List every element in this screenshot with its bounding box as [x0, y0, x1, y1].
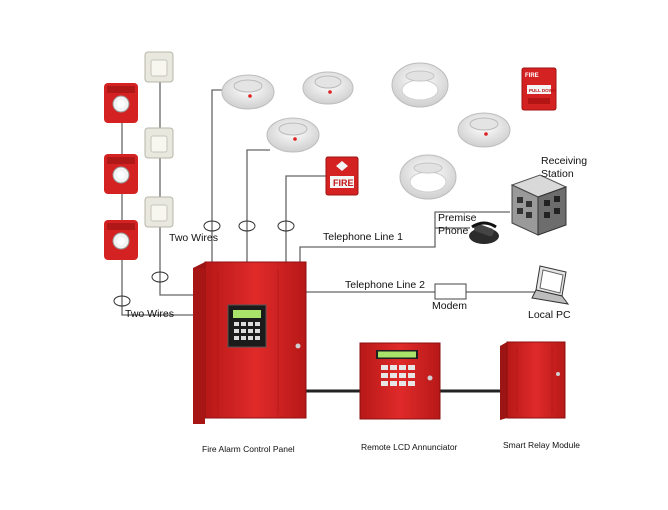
telephone-line-1-label: Telephone Line 1: [323, 231, 403, 243]
two-wires-label-bottom: Two Wires: [125, 308, 174, 320]
pull-down-text: PULL DOWN: [529, 88, 556, 93]
modem-icon: [434, 283, 467, 300]
local-pc-label: Local PC: [528, 309, 571, 321]
fire-alarm-control-panel-label: Fire Alarm Control Panel: [202, 444, 295, 454]
pull-station-fire: FIRE: [325, 156, 359, 196]
telephone-line-2-label: Telephone Line 2: [345, 279, 425, 291]
laptop-icon: [531, 265, 570, 305]
red-horn-strobe: [104, 154, 138, 194]
telephone-icon: [469, 221, 499, 244]
smoke-detector: [457, 112, 511, 148]
smart-relay-module-label: Smart Relay Module: [503, 440, 580, 450]
white-horn-strobe: [144, 196, 174, 228]
receiving-station-label-line1: Receiving: [541, 155, 587, 167]
heat-detector: [391, 62, 449, 108]
lcd-screen: [233, 310, 261, 318]
smart-relay-module: [500, 341, 566, 420]
remote-lcd-annunciator: [359, 342, 441, 420]
white-horn-strobe: [144, 127, 174, 159]
red-horn-strobe: [104, 220, 138, 260]
smoke-detector: [302, 71, 354, 105]
smoke-detector: [221, 74, 275, 110]
receiving-station-icon: [510, 174, 568, 236]
pull-station-fire-text: FIRE: [333, 178, 354, 188]
pull-station-top-text: FIRE: [525, 73, 539, 79]
receiving-station-label-line2: Station: [541, 168, 574, 180]
remote-lcd-annunciator-label: Remote LCD Annunciator: [361, 442, 458, 452]
red-horn-strobe: [104, 83, 138, 123]
white-horn-strobe: [144, 51, 174, 83]
fire-alarm-control-panel: [193, 261, 307, 424]
smoke-detector: [266, 117, 320, 153]
two-wires-label-top: Two Wires: [169, 232, 218, 244]
panel-lock-icon: [295, 343, 301, 349]
modem-label: Modem: [432, 300, 467, 312]
premise-phone-label-line1: Premise: [438, 212, 477, 224]
premise-phone-label-line2: Phone: [438, 225, 469, 237]
pull-station-top: FIRE PULL DOWN: [521, 67, 557, 111]
heat-detector: [399, 154, 457, 200]
